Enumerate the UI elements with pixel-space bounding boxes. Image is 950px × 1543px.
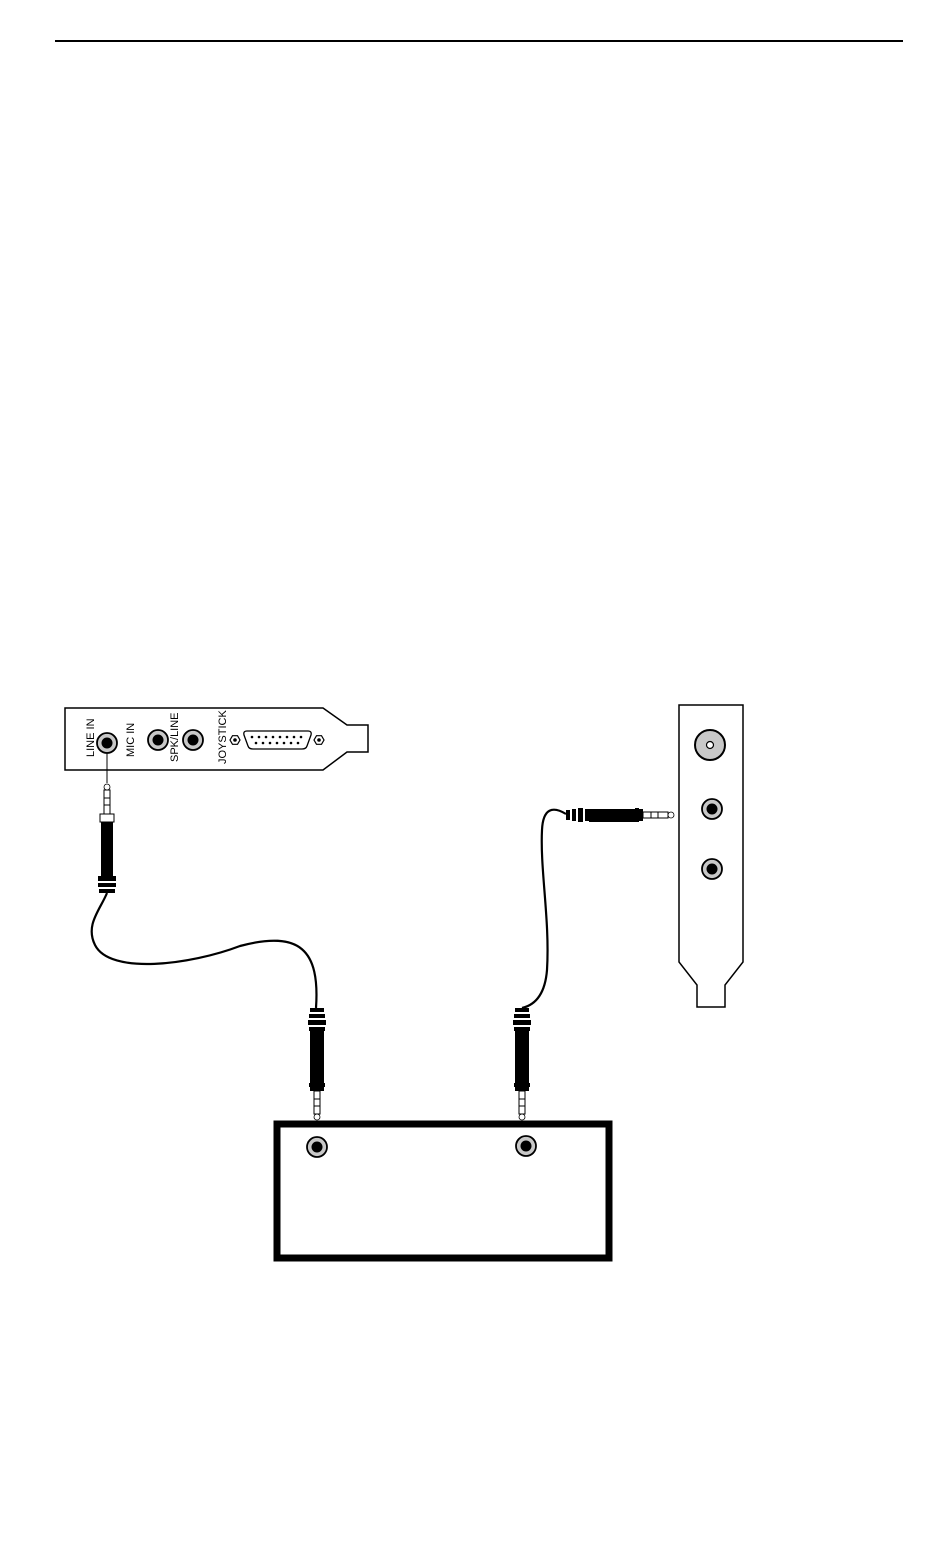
plug-device-left xyxy=(308,1008,326,1120)
joystick-label: JOYSTICK xyxy=(217,710,229,764)
cable-1-wire xyxy=(92,893,317,1008)
second-card-jack-2[interactable] xyxy=(702,859,722,879)
joystick-screw-left xyxy=(230,736,240,745)
device-box xyxy=(277,1124,609,1258)
mic-in-jack[interactable] xyxy=(148,730,168,750)
line-in-jack[interactable] xyxy=(97,733,117,753)
plug-device-right xyxy=(513,1008,531,1120)
rca-jack[interactable] xyxy=(695,730,725,760)
joystick-screw-right xyxy=(314,736,324,745)
spk-line-label: SPK/LINE xyxy=(169,712,181,762)
mic-in-label: MIC IN xyxy=(125,723,137,757)
cable-device-to-second-card xyxy=(513,808,674,1120)
plug-line-in xyxy=(98,784,116,893)
device-jack-right[interactable] xyxy=(516,1136,536,1156)
second-card-jack-1[interactable] xyxy=(702,799,722,819)
device-jack-left[interactable] xyxy=(307,1137,327,1157)
cable-2-wire xyxy=(522,810,566,1008)
second-card-bracket xyxy=(679,705,743,1007)
sound-card-bracket: LINE IN MIC IN SPK/LINE JOYSTICK xyxy=(65,708,368,770)
plug-second-card xyxy=(566,808,674,822)
cable-line-in-to-device xyxy=(92,753,326,1120)
line-in-label: LINE IN xyxy=(85,718,97,757)
joystick-connector-shell xyxy=(244,731,311,749)
spk-line-jack[interactable] xyxy=(183,730,203,750)
